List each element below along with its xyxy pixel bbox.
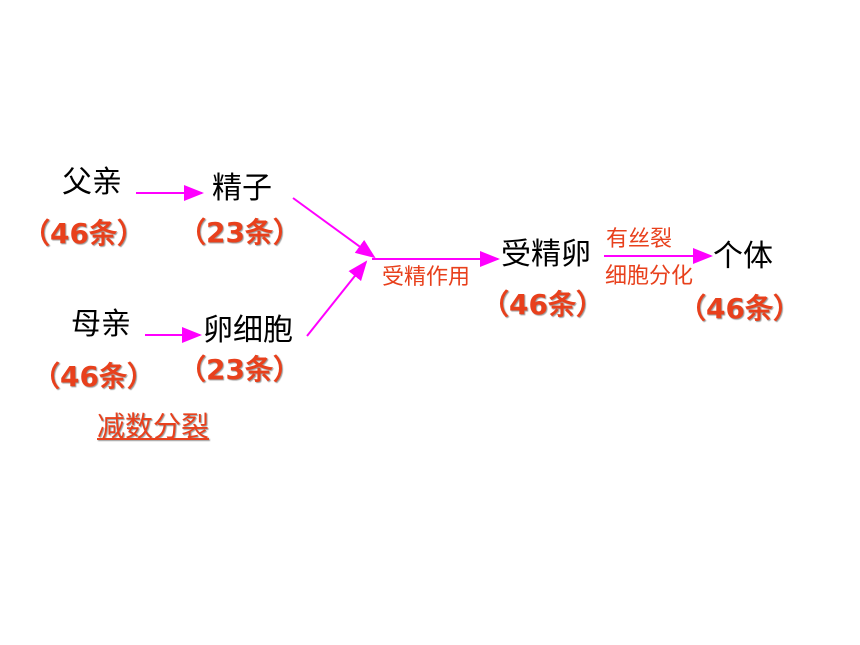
- zygote-chromosome-count: （46条）: [481, 288, 604, 321]
- meiosis-label: 减数分裂: [97, 410, 210, 443]
- individual-label: 个体: [713, 239, 773, 274]
- mother-label: 母亲: [71, 307, 131, 342]
- egg-cell-label: 卵细胞: [203, 313, 293, 348]
- mother-chromosome-count: （46条）: [32, 360, 155, 393]
- father-label: 父亲: [62, 165, 122, 200]
- mitosis-label-line2: 细胞分化: [605, 264, 694, 289]
- sperm-chromosome-count: （23条）: [178, 216, 301, 249]
- mitosis-label-line1: 有丝裂: [606, 227, 673, 252]
- arrow-sperm-to-junction: [292, 197, 376, 259]
- father-chromosome-count: （46条）: [22, 217, 145, 250]
- arrow-egg-to-junction: [306, 260, 368, 337]
- egg-chromosome-count: （23条）: [178, 353, 301, 386]
- fertilization-label: 受精作用: [382, 265, 471, 290]
- sperm-label: 精子: [212, 171, 272, 206]
- zygote-label: 受精卵: [501, 237, 591, 272]
- individual-chromosome-count: （46条）: [678, 292, 801, 325]
